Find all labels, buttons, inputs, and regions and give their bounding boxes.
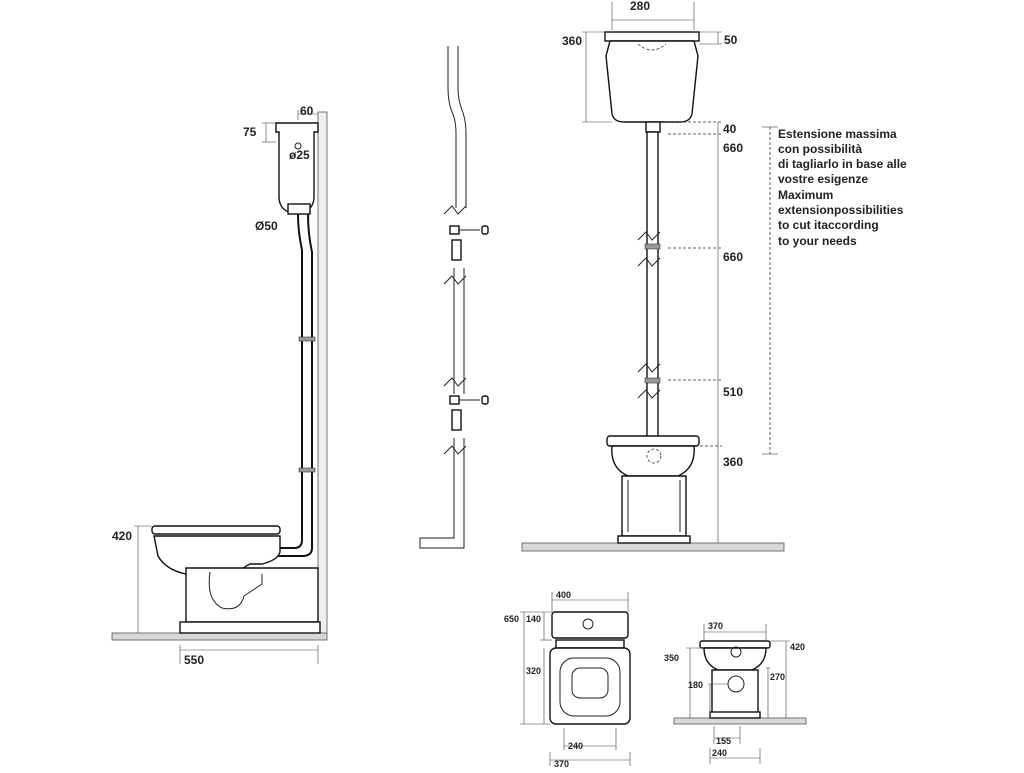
back-dim-420: 420: [790, 642, 805, 652]
note-line: to cut itaccording: [778, 218, 879, 232]
side-dim-550: 550: [184, 653, 204, 667]
front-dim-360-bottom: 360: [723, 455, 743, 469]
front-cistern-body: [605, 40, 699, 123]
side-dim-75: 75: [243, 125, 257, 139]
side-cistern: [275, 122, 319, 213]
note-line: Maximum: [778, 188, 833, 202]
side-pipe-joint-1: [298, 336, 316, 342]
front-pipe-break-1: [637, 231, 661, 267]
back-outlet-icon: [730, 646, 742, 658]
front-dim-280: 280: [630, 0, 650, 13]
side-seat: [151, 525, 281, 535]
top-dim-370: 370: [554, 759, 569, 768]
pipe-cap-1: [449, 225, 460, 235]
note-line: extensionpossibilities: [778, 203, 904, 217]
pipe-middle: [453, 268, 465, 394]
note-line: vostre esigenze: [778, 172, 868, 186]
pipe-break-1: [443, 205, 467, 215]
side-pedestal: [185, 567, 319, 623]
front-pedestal-legs: [627, 480, 681, 532]
side-floor: [111, 632, 328, 641]
back-bowl: [703, 647, 767, 671]
back-floor: [673, 717, 807, 725]
front-pipe-break-2: [637, 363, 661, 399]
back-view: 370 420 350 270 180 155 240: [664, 621, 807, 764]
side-cistern-outlet: [287, 203, 311, 215]
front-outlet-hidden: [646, 448, 662, 464]
pipe-top-left: [447, 46, 457, 208]
side-flush-pipe-inner: [276, 213, 313, 557]
front-dim-510: 510: [723, 385, 743, 399]
front-dim-660-a: 660: [723, 141, 743, 155]
back-dim-180: 180: [688, 680, 703, 690]
front-dim-660-b: 660: [723, 250, 743, 264]
pipe-cap-2: [449, 395, 460, 405]
back-dim-270: 270: [770, 672, 785, 682]
back-dim-370: 370: [708, 621, 723, 631]
note-line: Estensione massima: [778, 127, 897, 141]
top-view: 400 650 140 320 240 370: [504, 590, 631, 769]
top-button-icon: [582, 618, 594, 630]
side-dim-d25: ø25: [289, 148, 310, 162]
front-cistern-mechanism: [637, 43, 667, 51]
back-base: [709, 711, 761, 719]
pipe-detail: [419, 46, 489, 549]
top-dim-140: 140: [526, 614, 541, 624]
pipe-nut-2: [481, 395, 489, 405]
pipe-nut-1: [481, 225, 489, 235]
front-cistern-outlet: [645, 121, 661, 133]
pipe-bottom-elbow: [419, 438, 465, 549]
top-dim-650: 650: [504, 614, 519, 624]
extension-note: Estensione massima con possibilità di ta…: [778, 127, 907, 248]
front-bowl: [611, 445, 695, 477]
front-base: [617, 535, 691, 544]
side-dim-60: 60: [300, 104, 314, 118]
front-floor: [521, 542, 785, 552]
side-flush-pipe-outer: [276, 213, 303, 549]
back-dim-350: 350: [664, 653, 679, 663]
side-trap: [208, 571, 263, 610]
note-line: con possibilità: [778, 142, 862, 156]
side-pipe-joint-2: [298, 467, 316, 473]
side-button-icon: [294, 142, 302, 150]
front-dim-360-top: 360: [562, 34, 582, 48]
note-line: di tagliarlo in base alle: [778, 157, 907, 171]
front-seat: [606, 435, 700, 447]
top-dim-320: 320: [526, 666, 541, 676]
top-hinge: [555, 639, 625, 649]
pipe-sleeve-1: [451, 239, 462, 261]
side-base: [179, 621, 321, 634]
front-pipe-joint-2: [644, 377, 661, 384]
front-pipe-joint-1: [644, 243, 661, 250]
note-line: to your needs: [778, 234, 857, 248]
pipe-sleeve-2: [451, 409, 462, 431]
front-view: 280 360 50 40 660 660 510 360: [521, 0, 785, 552]
pipe-break-2: [443, 275, 467, 285]
side-dim-420: 420: [112, 529, 132, 543]
back-dim-155: 155: [716, 736, 731, 746]
side-dim-d50: Ø50: [255, 219, 278, 233]
front-dim-40: 40: [723, 122, 737, 136]
pipe-break-4: [443, 445, 467, 455]
top-cistern: [551, 611, 629, 639]
top-bowl-water: [571, 667, 609, 699]
pipe-top-right: [457, 46, 467, 208]
top-dim-400: 400: [556, 590, 571, 600]
top-dim-240: 240: [568, 741, 583, 751]
pipe-break-3: [443, 377, 467, 387]
front-cistern-lid: [604, 31, 700, 42]
side-wall: [317, 111, 328, 634]
front-dim-50: 50: [724, 33, 738, 47]
top-seat-opening: [559, 657, 621, 717]
side-view: 60 75 ø25 Ø50 420 550: [111, 104, 328, 667]
top-seat: [549, 647, 631, 725]
front-pedestal: [621, 475, 687, 537]
back-dim-240: 240: [712, 748, 727, 758]
